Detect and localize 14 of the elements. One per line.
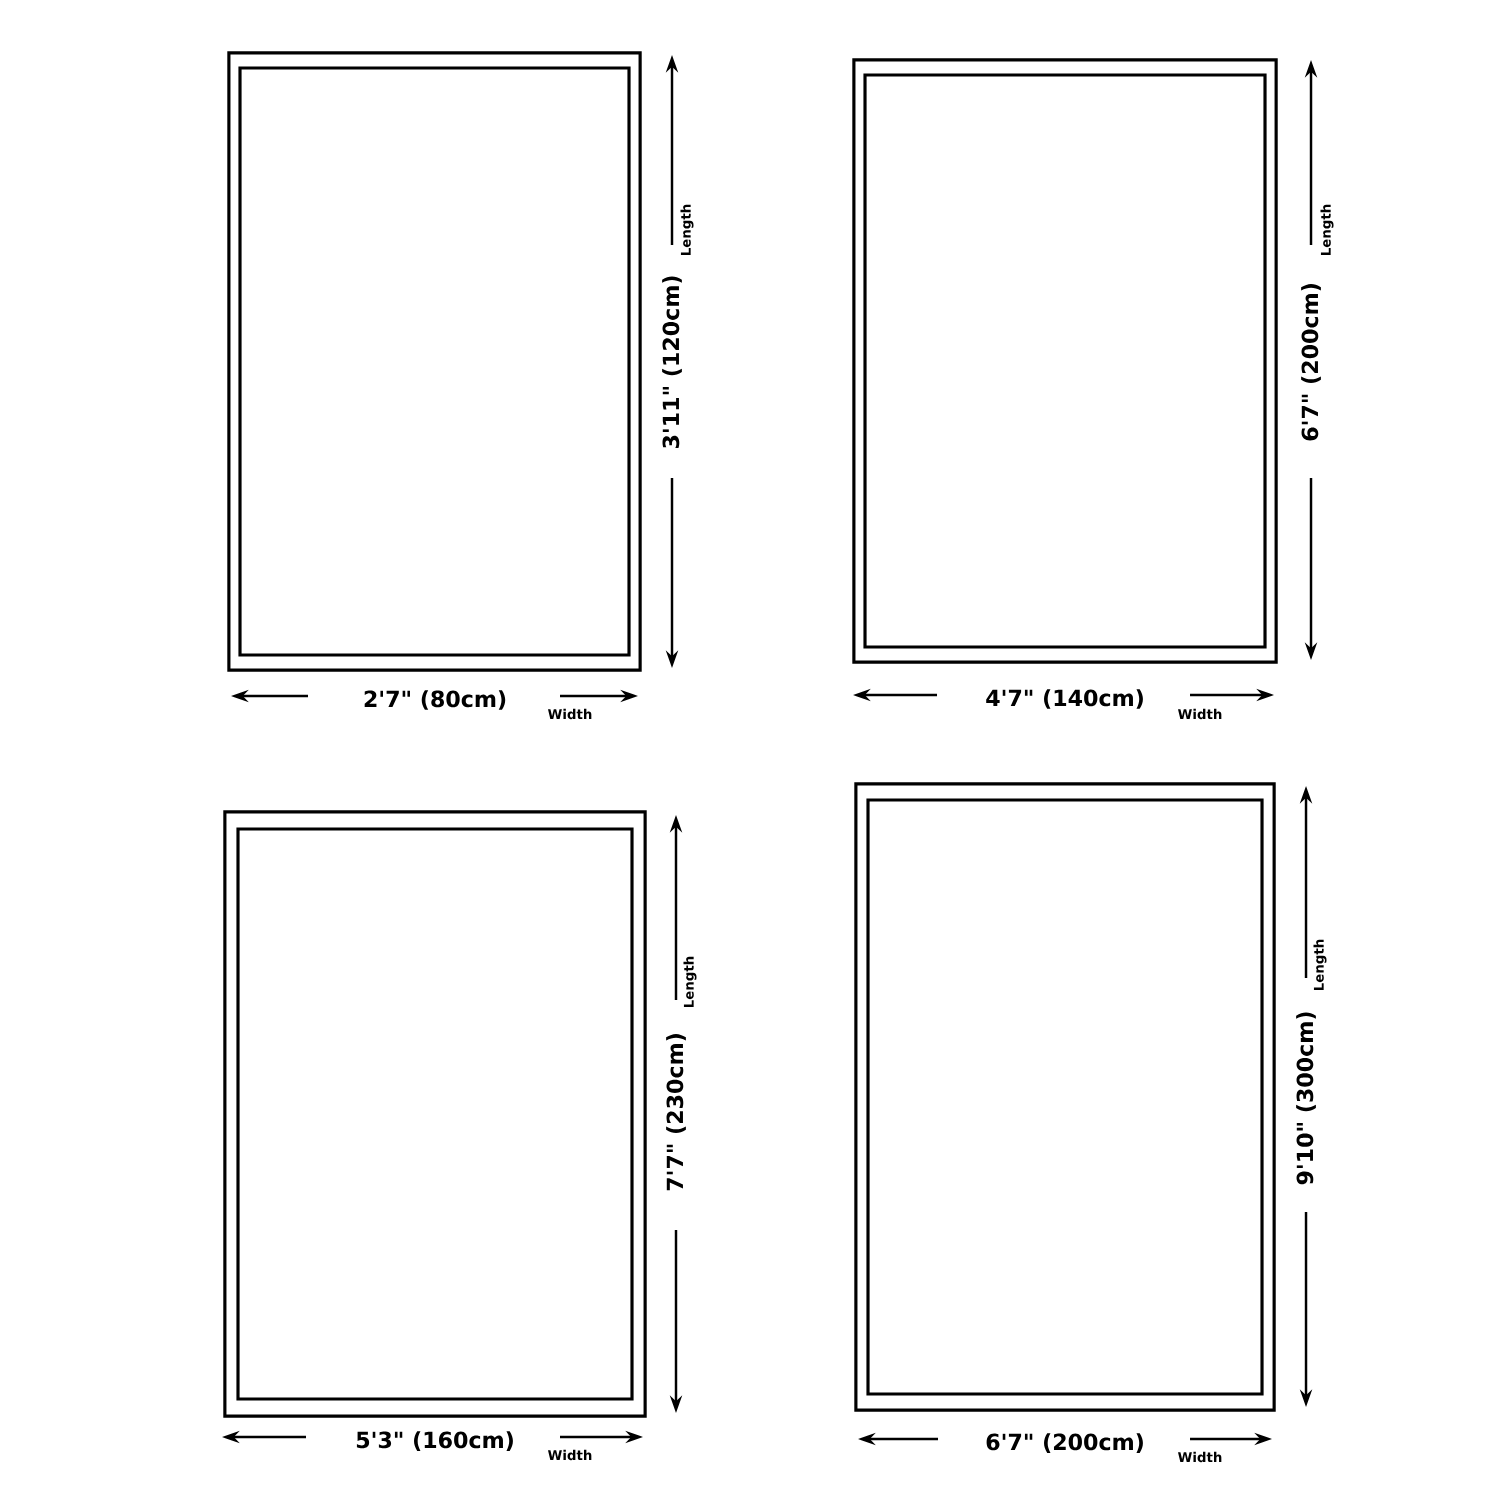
rug-drawing: [227, 51, 642, 672]
dimension-label: 6'7" (200cm): [1301, 284, 1321, 441]
dimension-label: 6'7" (200cm): [986, 1433, 1143, 1453]
axis-label: Width: [1178, 708, 1222, 720]
dimension-label: 4'7" (140cm): [986, 689, 1143, 709]
dimension-label: 7'7" (230cm): [666, 1034, 686, 1191]
axis-label: Width: [548, 1449, 592, 1461]
axis-label: Width: [1178, 1451, 1222, 1463]
dimension-label: 9'10" (300cm): [1296, 1012, 1316, 1185]
rug-drawing: [223, 810, 647, 1418]
dimension-label: 3'11" (120cm): [662, 276, 682, 448]
axis-label: Width: [548, 708, 592, 720]
rug-drawing: [852, 58, 1278, 664]
rug-drawing: [854, 782, 1276, 1412]
